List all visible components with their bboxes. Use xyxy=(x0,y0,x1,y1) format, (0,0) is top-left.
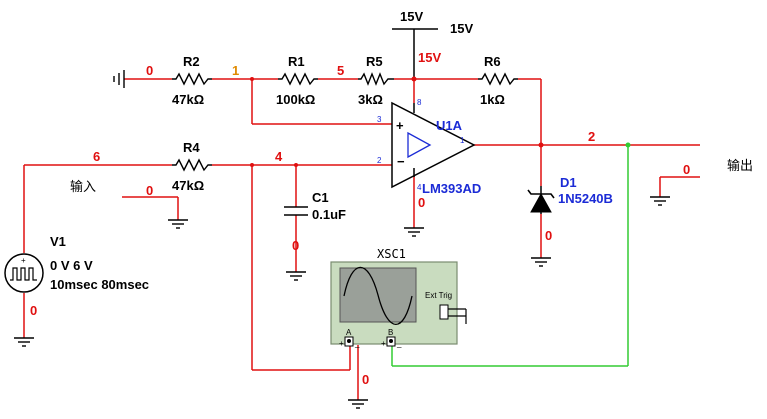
opamp-pin-8: 8 xyxy=(417,98,422,107)
supply-node-label: 15V xyxy=(400,9,423,24)
output-label: 输出 xyxy=(727,158,753,174)
scope-name: XSC1 xyxy=(377,247,406,261)
scope-b-minus: _ xyxy=(396,339,402,348)
scope-a-plus: + xyxy=(339,339,344,348)
opamp-pin-4: 4 xyxy=(417,183,422,192)
wires xyxy=(23,78,700,400)
net-label-0-opamp: 0 xyxy=(418,195,425,210)
r4-name: R4 xyxy=(183,140,200,155)
r6-value: 1kΩ xyxy=(480,92,505,107)
source-plus-sign: + xyxy=(21,256,26,265)
opamp-pin-2: 2 xyxy=(377,156,382,165)
net-label-0-v1: 0 xyxy=(30,303,37,318)
diode-d1 xyxy=(527,186,555,214)
opamp-triangle xyxy=(391,101,476,189)
c1-value: 0.1uF xyxy=(312,207,346,222)
r5-symbol xyxy=(358,72,394,86)
v1-levels: 0 V 6 V xyxy=(50,258,93,273)
scope-channel-a: A xyxy=(346,328,352,337)
r1-symbol xyxy=(278,72,318,86)
net-label-0-input: 0 xyxy=(146,183,153,198)
opamp-name: U1A xyxy=(436,118,463,133)
r5-value: 3kΩ xyxy=(358,92,383,107)
ground-input-icon xyxy=(168,219,188,229)
ground-v1-icon xyxy=(14,337,34,347)
net-label-6: 6 xyxy=(93,149,100,164)
ground-scope-icon xyxy=(348,399,368,409)
r2-value: 47kΩ xyxy=(172,92,204,107)
resistor-zigzags xyxy=(172,72,518,172)
opamp-plus-sign: + xyxy=(396,118,404,133)
net-label-0-out: 0 xyxy=(683,162,690,177)
pulse-wave-icon xyxy=(10,267,37,281)
r1-value: 100kΩ xyxy=(276,92,315,107)
net-label-0-scope: 0 xyxy=(362,372,369,387)
ground-diode-icon xyxy=(531,257,551,267)
opamp-pin-1: 1 xyxy=(460,136,465,145)
r2-name: R2 xyxy=(183,54,200,69)
capacitor-symbol xyxy=(284,206,308,216)
net-label-0-left: 0 xyxy=(146,63,153,78)
net-label-5: 5 xyxy=(337,63,344,78)
ground-left-icon xyxy=(113,70,125,88)
opamp-minus-sign: − xyxy=(397,154,405,169)
opamp-pin-3: 3 xyxy=(377,115,382,124)
net-label-0-diode: 0 xyxy=(545,228,552,243)
opamp-part: LM393AD xyxy=(422,181,481,196)
net-label-2: 2 xyxy=(588,129,595,144)
net-label-15v: 15V xyxy=(418,50,441,65)
scope-b-plus: + xyxy=(381,339,386,348)
v1-name: V1 xyxy=(50,234,66,249)
v1-timing: 10msec 80msec xyxy=(50,277,149,292)
opamp-u1a: + − xyxy=(391,101,476,189)
ground-output-icon xyxy=(650,196,670,206)
input-label: 输入 xyxy=(70,179,96,195)
opamp-inner-icon xyxy=(407,131,432,159)
r1-name: R1 xyxy=(288,54,305,69)
net-label-0-cap: 0 xyxy=(292,238,299,253)
ground-cap-icon xyxy=(286,271,306,281)
pulse-source-v1: + xyxy=(4,253,44,293)
scope-ext-trig: Ext Trig xyxy=(425,291,452,300)
diode-part: 1N5240B xyxy=(558,191,613,206)
grounds xyxy=(14,70,670,409)
net-label-1: 1 xyxy=(232,63,239,78)
ext-trig-terminal xyxy=(439,304,449,320)
sine-wave-icon xyxy=(343,266,413,325)
r6-symbol xyxy=(478,72,518,86)
scope-a-minus: _ xyxy=(354,339,360,348)
scope-channel-b: B xyxy=(388,328,393,337)
r4-value: 47kΩ xyxy=(172,178,204,193)
r5-name: R5 xyxy=(366,54,383,69)
supply-15v xyxy=(392,28,438,79)
junctions xyxy=(250,76,631,167)
r6-name: R6 xyxy=(484,54,501,69)
net-label-4: 4 xyxy=(275,149,283,164)
oscilloscope-xsc1 xyxy=(330,261,467,347)
probe-wire-b xyxy=(391,145,629,367)
r2-symbol xyxy=(172,72,212,86)
supply-side-label: 15V xyxy=(450,21,473,36)
r4-symbol xyxy=(172,158,212,172)
ground-opamp-icon xyxy=(404,227,424,237)
c1-name: C1 xyxy=(312,190,329,205)
diode-name: D1 xyxy=(560,175,577,190)
diode-triangle xyxy=(530,192,552,213)
